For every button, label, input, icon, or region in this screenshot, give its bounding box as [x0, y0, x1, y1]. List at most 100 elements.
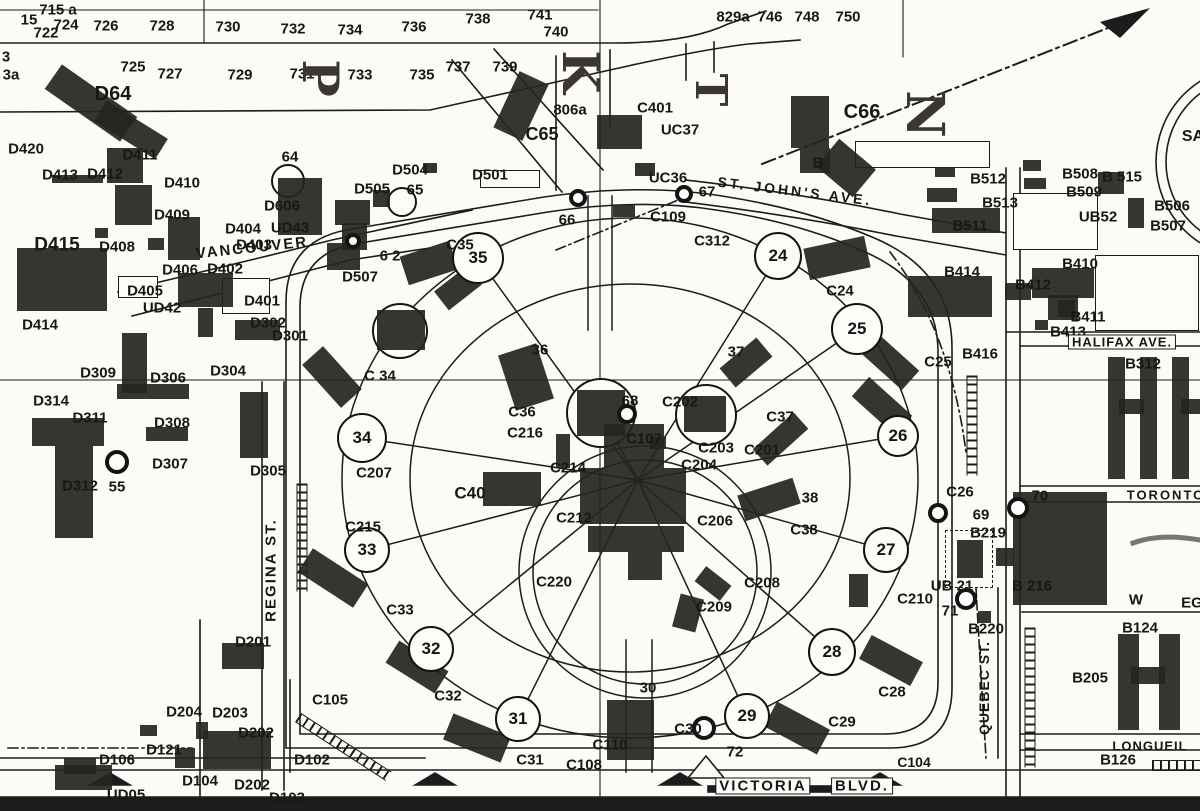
junction-circle: 32 — [408, 626, 454, 672]
ring-marker — [345, 233, 361, 249]
map-label: 726 — [93, 17, 119, 35]
building — [1159, 634, 1180, 730]
map-label: D311 — [72, 409, 108, 427]
map-label: B219 — [970, 524, 1006, 542]
building — [198, 308, 213, 337]
building — [597, 115, 642, 149]
map-label: 36 — [531, 341, 549, 359]
building — [1172, 357, 1189, 479]
building — [932, 208, 1000, 233]
building — [927, 188, 957, 202]
map-label: C204 — [681, 456, 717, 474]
map-label: 30 — [639, 679, 657, 697]
ring-marker — [955, 588, 977, 610]
map-label: C215 — [345, 518, 381, 536]
map-label: C66 — [843, 101, 881, 123]
map-label: D406 — [162, 261, 198, 279]
building — [107, 148, 143, 183]
building — [1181, 399, 1200, 414]
map-label: C65 — [525, 124, 559, 144]
map-label: B508 — [1062, 165, 1098, 183]
map-label: B509 — [1066, 183, 1102, 201]
map-label: D305 — [250, 462, 286, 480]
map-label: 727 — [157, 65, 183, 83]
map-label: C31 — [516, 751, 544, 769]
junction-circle: 26 — [877, 415, 919, 457]
map-label: B506 — [1154, 197, 1190, 215]
map-label: BLVD. — [831, 777, 893, 795]
map-label: D404 — [225, 220, 261, 238]
map-label: 3 — [1, 48, 11, 66]
map-label: D204 — [166, 703, 202, 721]
map-label: D507 — [342, 268, 378, 286]
map-label: D103 — [269, 789, 305, 807]
map-label: B410 — [1062, 255, 1098, 273]
map-label: T — [685, 73, 736, 107]
map-label: REGINA ST. — [262, 518, 280, 622]
map-label: TORONTO — [1126, 487, 1200, 503]
map-label: 70 — [1031, 487, 1049, 505]
map-label: D408 — [99, 238, 135, 256]
map-label: B411 — [1070, 308, 1106, 326]
map-label: D304 — [210, 362, 246, 380]
map-label: C108 — [566, 756, 602, 774]
building — [115, 185, 152, 225]
map-label: 737 — [445, 58, 471, 76]
building — [684, 396, 726, 432]
junction-circle: 31 — [495, 696, 541, 742]
map-label: C37 — [766, 408, 794, 426]
map-label: D308 — [154, 414, 190, 432]
building — [117, 384, 189, 399]
map-label: D403 — [236, 236, 272, 254]
building — [1023, 160, 1041, 171]
map-label: 746 — [757, 8, 783, 26]
map-label: UD43 — [270, 219, 310, 237]
map-label: C25 — [924, 353, 952, 371]
map-label: 722 — [33, 24, 59, 42]
map-label: 67 — [698, 183, 716, 201]
map-label: HALIFAX AVE. — [1067, 334, 1177, 350]
map-label: UC36 — [648, 169, 688, 187]
building — [580, 468, 686, 524]
building — [168, 217, 200, 260]
ring-marker — [617, 404, 637, 424]
map-label: 736 — [401, 18, 427, 36]
building — [1032, 268, 1094, 298]
map-label: 748 — [794, 8, 820, 26]
building — [650, 437, 666, 449]
building — [849, 574, 868, 607]
building — [203, 731, 271, 769]
map-label: UB52 — [1078, 208, 1118, 226]
building — [996, 548, 1014, 566]
building — [140, 725, 157, 736]
building — [373, 190, 390, 207]
building — [377, 310, 425, 350]
map-label: 64 — [281, 148, 299, 166]
map-label: UC37 — [660, 121, 700, 139]
victoria-blvd — [0, 754, 1200, 811]
map-label: UD42 — [142, 299, 182, 317]
map-label: D201 — [235, 633, 271, 651]
map-label: 69 — [972, 506, 990, 524]
junction-circle: 28 — [808, 628, 856, 676]
map-label: C40 — [454, 483, 486, 503]
map-label: D505 — [354, 180, 390, 198]
map-label: 68 — [621, 392, 639, 410]
building — [95, 228, 108, 238]
map-label: B 515 — [1101, 168, 1143, 186]
map-label: B507 — [1150, 217, 1186, 235]
building — [607, 700, 654, 760]
map-label: D405 — [127, 282, 163, 300]
building — [1128, 198, 1144, 228]
map-label: D202 — [234, 776, 270, 794]
map-label: B 216 — [1011, 577, 1053, 595]
map-label: D309 — [80, 364, 116, 382]
building — [613, 205, 635, 217]
map-label: C36 — [508, 403, 536, 421]
map-label: C201 — [744, 441, 780, 459]
building — [148, 238, 164, 250]
ring-marker — [1007, 497, 1029, 519]
map-label: C105 — [312, 691, 348, 709]
building — [17, 248, 107, 311]
